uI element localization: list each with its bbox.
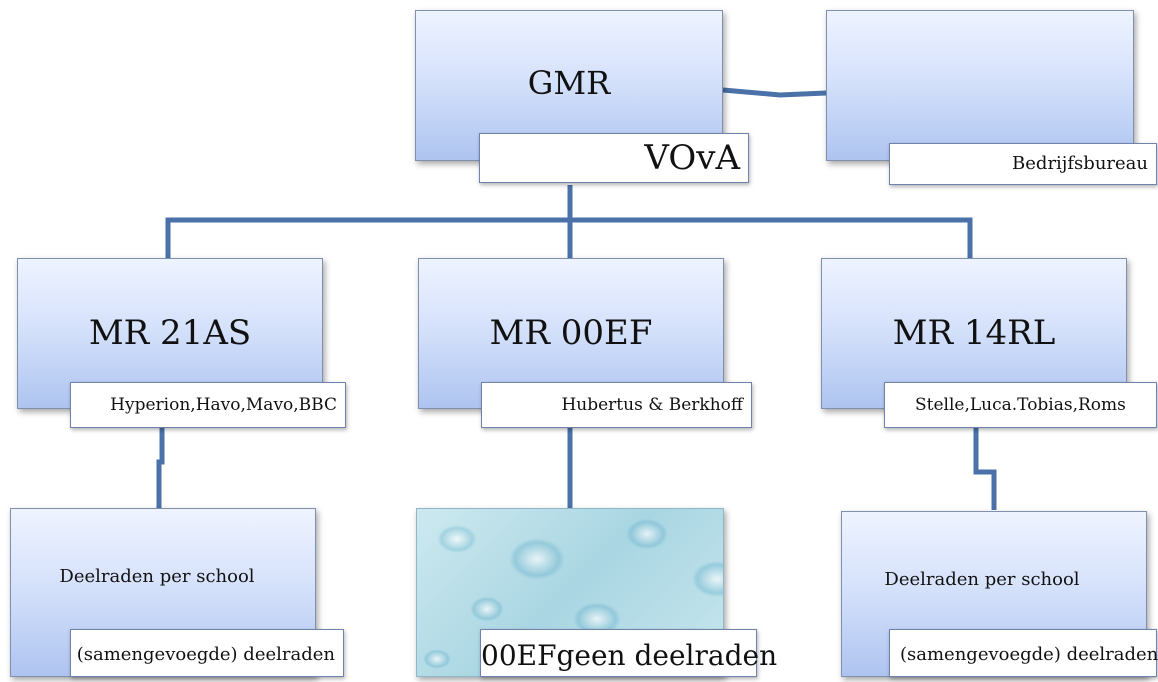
connector-gmr-bedrijfsbureau — [722, 87, 827, 98]
mr21as-label: Hyperion,Havo,Mavo,BBC — [70, 382, 346, 428]
mr00ef-title: MR 00EF — [489, 313, 653, 353]
connector-left-child — [156, 408, 165, 508]
connector-bus-horizontal — [165, 217, 973, 258]
deelraden-left-label: (samengevoegde) deelraden — [70, 629, 344, 677]
gmr-label: VOvA — [479, 133, 749, 183]
gmr-title: GMR — [527, 64, 611, 102]
deelraden-center-label: 00EFgeen deelraden — [480, 629, 777, 677]
mr14rl-label: Stelle,Luca.Tobias,Roms — [884, 382, 1157, 428]
mr14rl-title: MR 14RL — [892, 313, 1056, 353]
deelraden-right-title: Deelraden per school — [884, 569, 1080, 590]
deelraden-right-label: (samengevoegde) deelraden — [889, 629, 1158, 677]
bedrijfsbureau-label: Bedrijfsbureau — [889, 143, 1157, 185]
mr00ef-label: Hubertus & Berkhoff — [481, 382, 752, 428]
bedrijfsbureau-node — [826, 10, 1134, 161]
mr21as-title: MR 21AS — [88, 313, 252, 353]
deelraden-left-title: Deelraden per school — [59, 566, 255, 587]
connector-right-child — [973, 408, 997, 510]
